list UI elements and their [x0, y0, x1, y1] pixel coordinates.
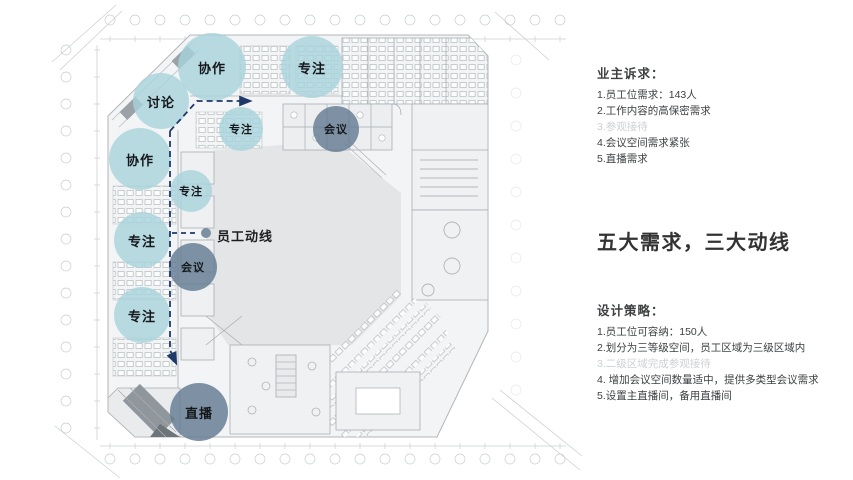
demand-item: 4.会议空间需求紧张: [597, 137, 690, 149]
demands-list: 1.员工位需求：143人 2.工作内容的高保密需求 3.参观接待 4.会议空间需求紧张…: [597, 87, 847, 167]
demands-panel: 业主诉求： 1.员工位需求：143人 2.工作内容的高保密需求 3.参观接待 4.会议…: [597, 63, 847, 167]
meeting-room-bottom: [335, 371, 421, 431]
strategy-item: 3.二级区域完成参观接待: [597, 358, 711, 370]
strategy-list: 1.员工位可容纳：150人 2.划分为三等级空间，员工区域为三级区域内 3.二级区域…: [597, 324, 847, 404]
round-table-rooms: [411, 209, 488, 301]
strategy-heading: 设计策略：: [597, 304, 665, 318]
demand-item: 3.参观接待: [597, 121, 648, 133]
flow-arrow-down: [166, 131, 178, 366]
training-room: [411, 103, 488, 211]
strategy-item: 2.划分为三等级空间，员工区域为三级区域内: [597, 342, 806, 354]
flow-dot: [201, 228, 211, 238]
headline: 五大需求，三大动线: [597, 232, 791, 254]
demand-item: 1.员工位需求：143人: [597, 89, 697, 101]
demand-item: 2.工作内容的高保密需求: [597, 105, 711, 117]
demand-item: 5.直播需求: [597, 153, 648, 165]
strategy-item: 5.设置主直播间，备用直播间: [597, 390, 732, 402]
central-atrium: [206, 141, 401, 345]
flow-arrow-top: [169, 95, 253, 132]
private-offices-top: [341, 37, 488, 105]
strategy-item: 4. 增加会议空间数量适中，提供多类型会议需求: [597, 374, 819, 386]
demands-heading: 业主诉求：: [597, 67, 665, 81]
column-grid: [60, 14, 566, 465]
flow-label: 员工动线: [217, 229, 274, 244]
cafe-area: [229, 344, 331, 435]
strategy-panel: 设计策略： 1.员工位可容纳：150人 2.划分为三等级空间，员工区域为三级区域内…: [597, 300, 847, 404]
strategy-item: 1.员工位可容纳：150人: [597, 326, 708, 338]
crossed-walls: [205, 315, 243, 346]
